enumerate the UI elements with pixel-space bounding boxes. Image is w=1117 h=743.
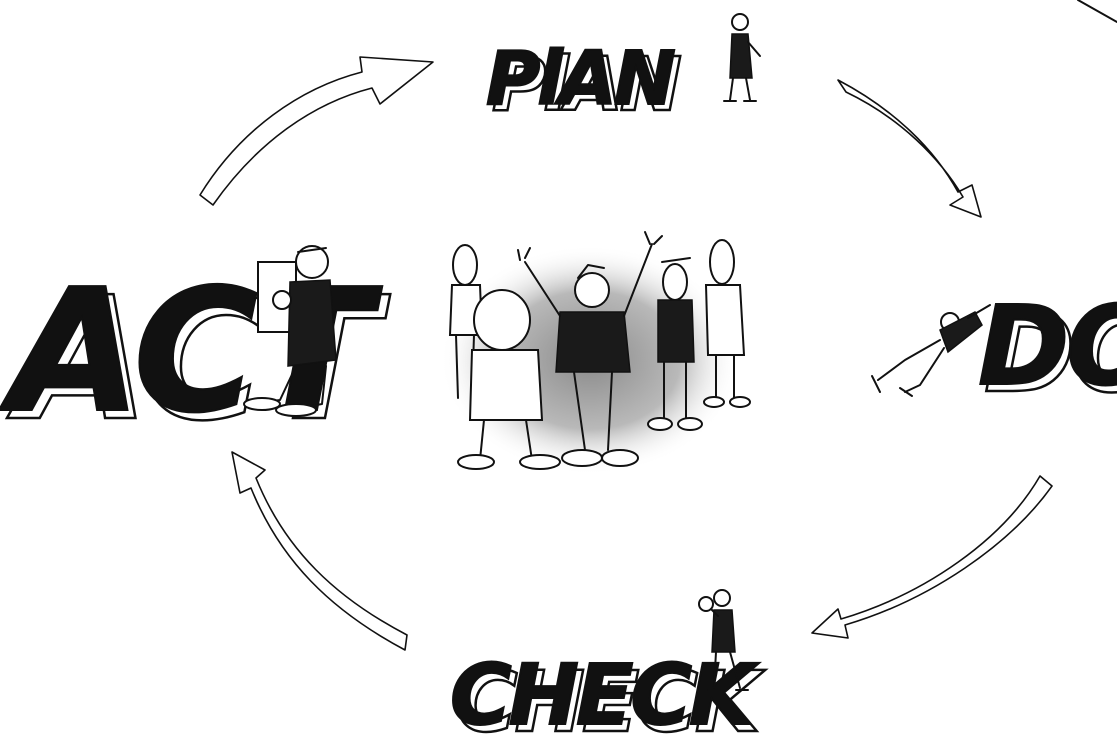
team-member <box>703 239 751 408</box>
team-icon <box>448 231 751 470</box>
step-do-shadow: DO <box>984 289 1117 417</box>
person-icon <box>243 245 337 417</box>
team-member <box>647 257 703 431</box>
team-group <box>440 231 751 475</box>
arrow-act-to-plan <box>199 56 434 206</box>
arrow-plan-to-do <box>837 79 982 218</box>
step-act: ACT ACT <box>0 245 395 460</box>
arrow-check-to-act <box>231 451 408 651</box>
team-member <box>457 289 561 470</box>
step-plan-label: PlAN <box>486 36 675 122</box>
corner-line <box>1077 0 1117 23</box>
person-icon <box>723 13 761 102</box>
person-icon <box>707 589 749 691</box>
team-member <box>517 231 663 467</box>
step-check: CHECK CHECK <box>449 589 770 743</box>
step-do-label: DO <box>978 282 1117 410</box>
person-icon <box>871 304 991 397</box>
step-check-shadow: CHECK <box>456 653 766 743</box>
step-plan-shadow: PlAN <box>492 42 681 128</box>
step-do: DO DO <box>871 281 1117 418</box>
magnifier-icon <box>698 596 719 617</box>
step-check-label: CHECK <box>450 646 760 743</box>
step-plan: PlAN PlAN <box>485 13 761 129</box>
arrow-do-to-check <box>811 475 1053 639</box>
